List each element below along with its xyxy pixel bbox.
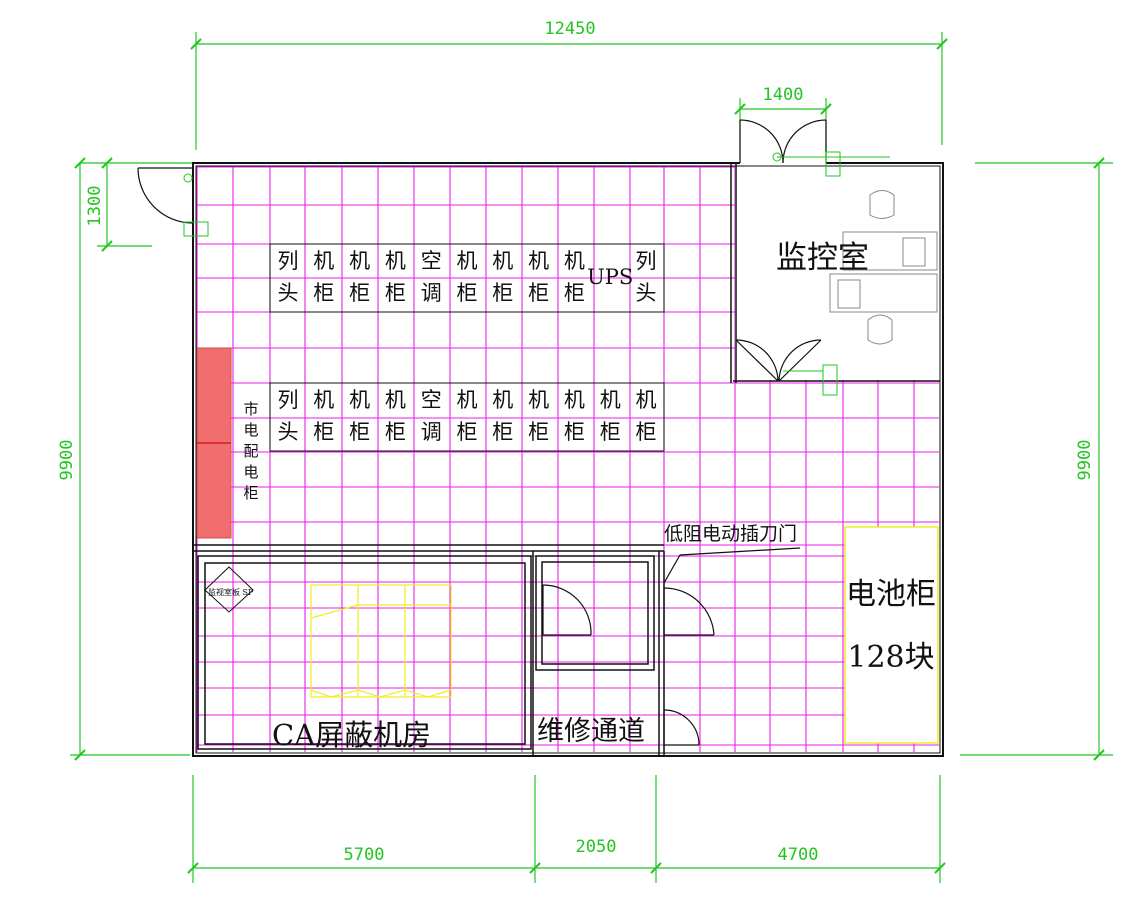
rack-row-outlines	[269, 243, 665, 452]
rack-label-row1-6: 机柜	[457, 249, 478, 305]
rack-label-row1-9: 机柜	[564, 249, 585, 305]
maintenance-label: 维修通道	[537, 716, 645, 747]
rack-label-row1-2: 机柜	[313, 249, 334, 305]
monitor-room-furniture	[829, 190, 938, 345]
chair-2	[867, 314, 893, 345]
battery-count: 128块	[847, 640, 934, 675]
door-label: 低阻电动插刀门	[664, 523, 797, 545]
dim-bottom-3: 4700	[778, 845, 819, 865]
rack-label-row2-3: 机柜	[349, 388, 370, 444]
dim-height-right: 9900	[1075, 440, 1095, 481]
dimension-ticks	[74, 38, 1105, 874]
dim-door-width: 1400	[763, 85, 804, 105]
dim-bottom-1: 5700	[344, 845, 385, 865]
power-cabinet-label: 市电配电柜	[243, 400, 258, 502]
battery-cabinet	[844, 526, 939, 744]
chair-1	[869, 190, 895, 219]
rack-label-row1-3: 机柜	[349, 249, 370, 305]
rack-label-row1-7: 机柜	[492, 249, 513, 305]
desk-2	[829, 273, 938, 313]
battery-title: 电池柜	[846, 577, 936, 612]
rack-label-row1-1: 列头	[278, 249, 299, 305]
power-cabinet-text: 市电配电柜	[243, 400, 258, 502]
dim-total-width: 12450	[544, 19, 595, 39]
rack-label-row1-11: 列头	[636, 249, 657, 305]
rack-label-row2-10: 机柜	[600, 388, 621, 444]
detector-label: 监视室板 SP	[208, 587, 254, 597]
shield-room-label: CA屏蔽机房	[272, 718, 431, 752]
monitor-room-label: 监控室	[776, 240, 869, 276]
rack-label-row2-6: 机柜	[457, 388, 478, 444]
monitor-room-floor	[735, 166, 939, 380]
rack-label-row1-10: UPS	[587, 265, 633, 289]
rack-label-row2-4: 机柜	[385, 388, 406, 444]
detector-symbol	[204, 566, 254, 613]
rack-labels: 列头机柜机柜机柜空调机柜机柜机柜机柜UPS列头列头机柜机柜机柜空调机柜机柜机柜机…	[278, 249, 657, 444]
rack-label-row2-9: 机柜	[564, 388, 585, 444]
dim-bottom-2: 2050	[576, 837, 617, 857]
rack-label-row2-5: 空调	[421, 388, 442, 444]
rack-label-row2-8: 机柜	[528, 388, 549, 444]
rack-label-row1-8: 机柜	[528, 249, 549, 305]
rack-label-row1-5: 空调	[421, 249, 442, 305]
ca-room-equipment	[310, 584, 452, 698]
dim-height-left: 9900	[57, 440, 77, 481]
rack-label-row2-2: 机柜	[313, 388, 334, 444]
rack-label-row1-4: 机柜	[385, 249, 406, 305]
door-hardware	[183, 151, 890, 396]
desk-1	[842, 231, 938, 271]
door-swings	[137, 119, 827, 746]
rack-label-row2-11: 机柜	[636, 388, 657, 444]
dim-left-offset: 1300	[85, 186, 105, 227]
rack-label-row2-7: 机柜	[492, 388, 513, 444]
rack-label-row2-1: 列头	[278, 388, 299, 444]
